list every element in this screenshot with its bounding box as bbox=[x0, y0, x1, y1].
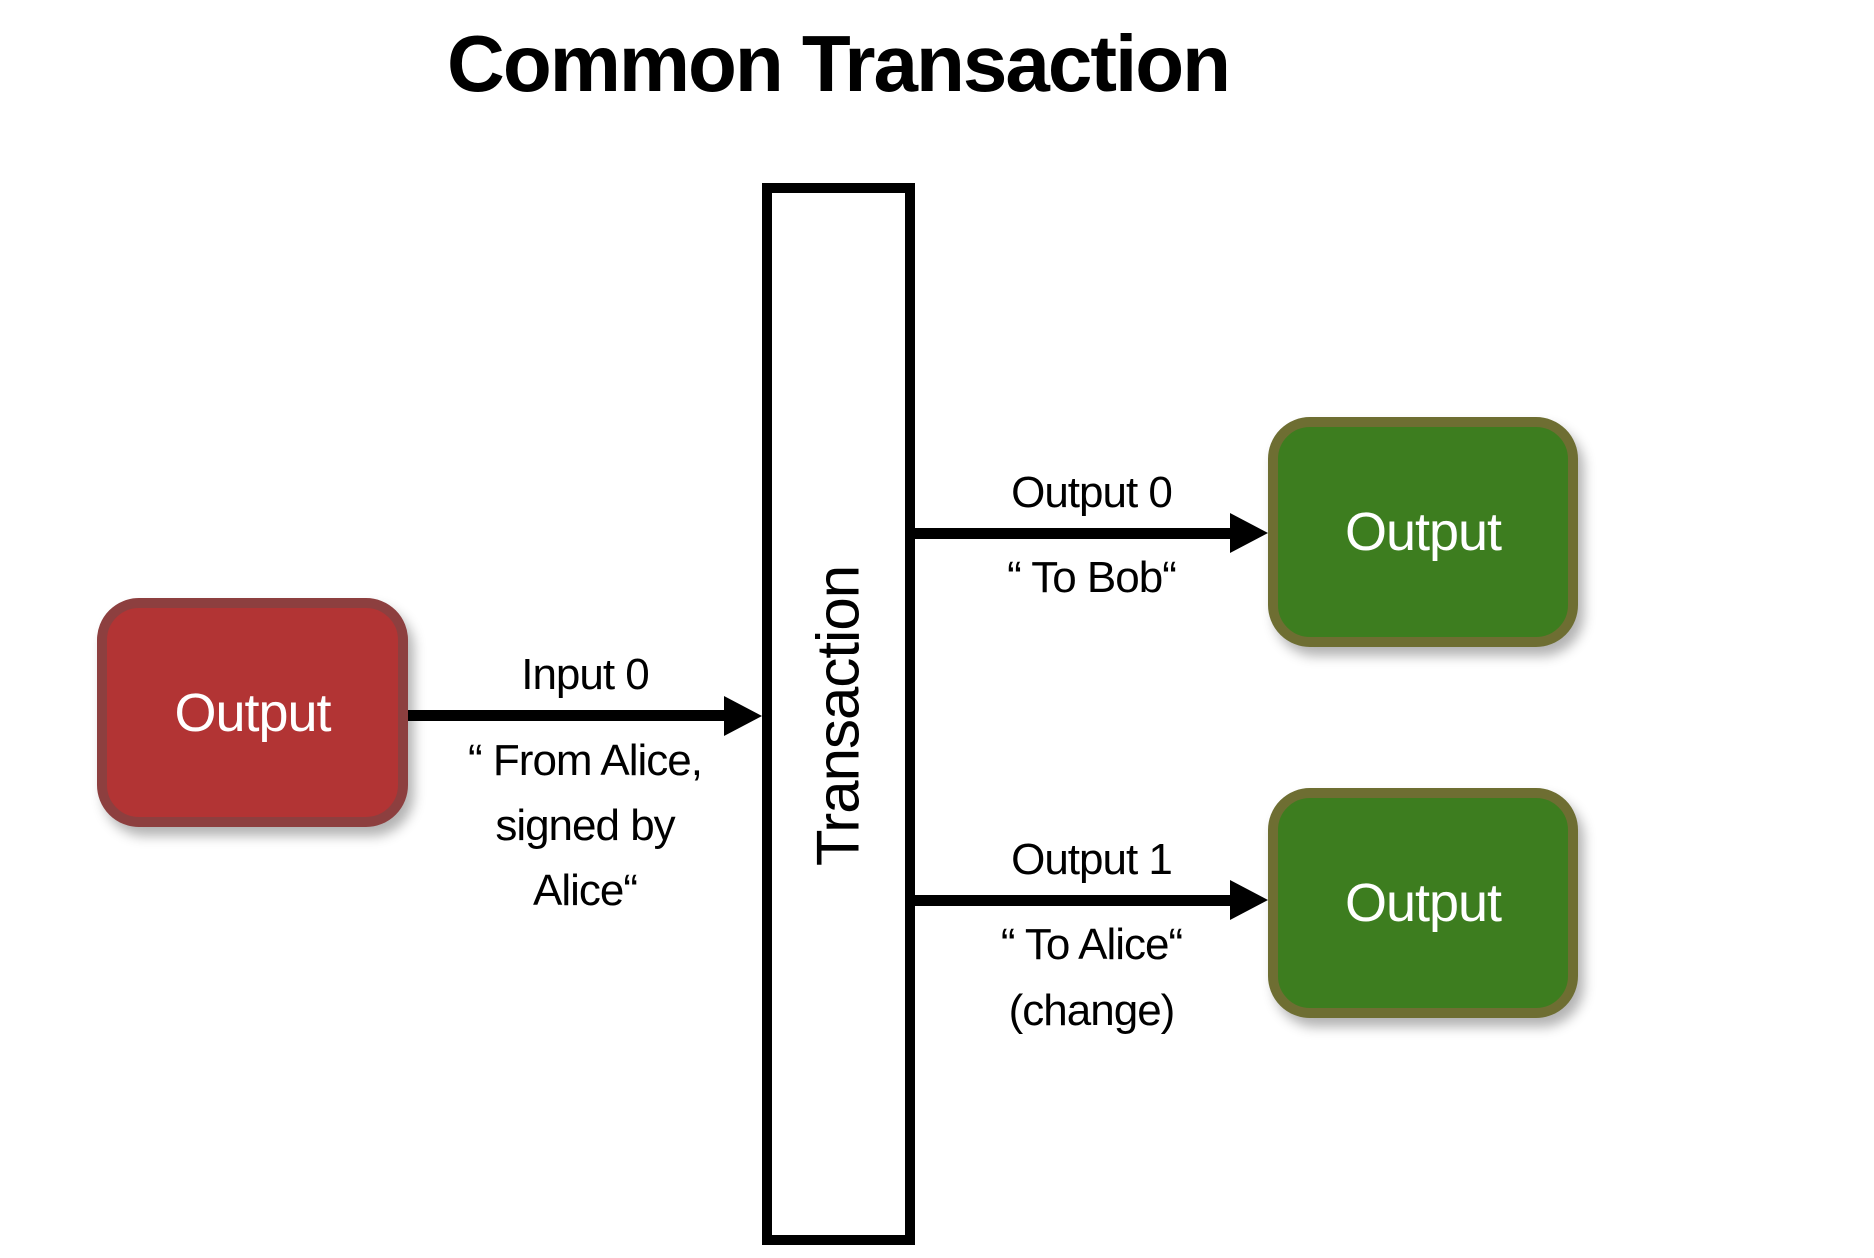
output0-utxo-box: Output bbox=[1268, 417, 1578, 647]
transaction-box bbox=[762, 183, 915, 1245]
output1-utxo-box: Output bbox=[1268, 788, 1578, 1018]
input-utxo-box: Output bbox=[97, 598, 408, 827]
output0-arrow-note-line: “ To Bob“ bbox=[1007, 553, 1177, 602]
input-utxo-box-label: Output bbox=[174, 682, 331, 743]
input-arrow-title: Input 0 bbox=[521, 650, 650, 699]
transaction-label: Transaction bbox=[804, 565, 872, 867]
input-arrow-note-line: Alice“ bbox=[532, 866, 638, 915]
input-arrow-head-icon bbox=[724, 696, 762, 736]
output1-utxo-box-label: Output bbox=[1344, 873, 1502, 933]
output1-arrow-head-icon bbox=[1230, 880, 1268, 920]
output1-arrow-note: “ To Alice“ (change) bbox=[915, 912, 1268, 1044]
output1-arrow-note-line: (change) bbox=[1008, 986, 1176, 1035]
diagram-title: Common Transaction bbox=[447, 19, 1231, 108]
output1-arrow-title: Output 1 bbox=[1011, 835, 1173, 884]
output1-arrow-note-line: “ To Alice“ bbox=[1000, 920, 1183, 969]
output1-arrow-line bbox=[915, 895, 1232, 906]
input-arrow-note-line: “ From Alice, bbox=[468, 736, 703, 785]
input-arrow-note: “ From Alice, signed by Alice“ bbox=[388, 728, 782, 923]
output0-arrow-note: “ To Bob“ bbox=[915, 545, 1268, 610]
output0-arrow-line bbox=[915, 528, 1232, 539]
output0-utxo-box-label: Output bbox=[1344, 502, 1502, 562]
output0-arrow-title: Output 0 bbox=[1011, 468, 1173, 517]
output0-arrow-head-icon bbox=[1230, 513, 1268, 553]
input-arrow-note-line: signed by bbox=[495, 801, 675, 850]
input-arrow-line bbox=[408, 710, 726, 721]
